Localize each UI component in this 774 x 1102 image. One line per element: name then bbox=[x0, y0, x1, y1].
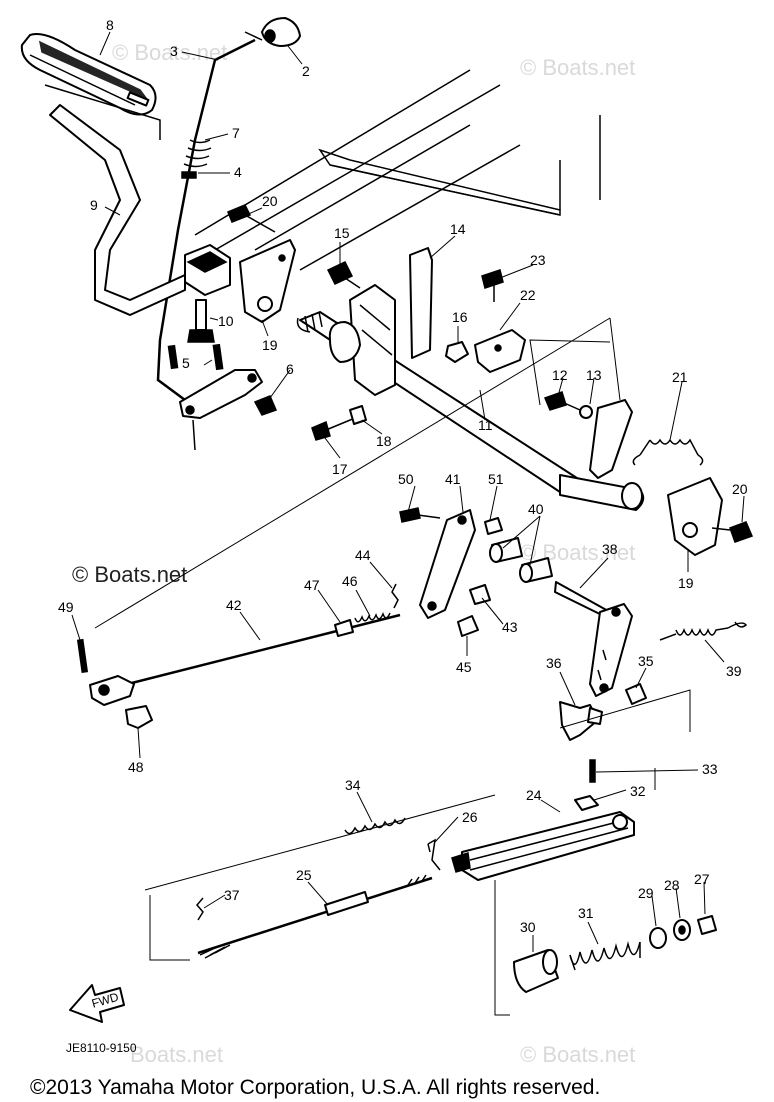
callout-33: 33 bbox=[702, 761, 718, 777]
callout-8: 8 bbox=[106, 17, 114, 33]
callout-17: 17 bbox=[332, 461, 348, 477]
callout-32: 32 bbox=[630, 783, 646, 799]
callout-19-lower: 19 bbox=[678, 575, 694, 591]
watermark-bottom-right: © Boats.net bbox=[520, 1042, 635, 1067]
nut-16 bbox=[445, 341, 469, 363]
callout-45: 45 bbox=[456, 659, 472, 675]
frame-outline bbox=[194, 69, 601, 271]
callout-25: 25 bbox=[296, 867, 312, 883]
collar-30 bbox=[513, 949, 559, 993]
pedal-channel-24 bbox=[451, 759, 635, 881]
callout-22: 22 bbox=[520, 287, 536, 303]
brake-rod-25 bbox=[196, 874, 433, 959]
callout-18: 18 bbox=[376, 433, 392, 449]
callout-2: 2 bbox=[302, 63, 310, 79]
watermark-mid-left: © Boats.net bbox=[72, 562, 187, 587]
stopper-bracket bbox=[474, 329, 526, 373]
callout-5: 5 bbox=[182, 355, 190, 371]
lock-rod bbox=[156, 31, 263, 402]
callout-29: 29 bbox=[638, 885, 654, 901]
bolt-15 bbox=[326, 261, 361, 289]
callout-48: 48 bbox=[128, 759, 144, 775]
callout-31: 31 bbox=[578, 905, 594, 921]
callout-51: 51 bbox=[488, 471, 504, 487]
copyright-notice: ©2013 Yamaha Motor Corporation, U.S.A. A… bbox=[30, 1076, 600, 1099]
callout-47: 47 bbox=[304, 577, 320, 593]
callout-24: 24 bbox=[526, 787, 542, 803]
callout-27: 27 bbox=[694, 871, 710, 887]
callout-44: 44 bbox=[355, 547, 371, 563]
callout-42: 42 bbox=[226, 597, 242, 613]
spring-39 bbox=[659, 621, 748, 641]
wing-nut-36 bbox=[559, 701, 603, 741]
bracket-plate-lower bbox=[667, 477, 754, 556]
callout-30: 30 bbox=[520, 919, 536, 935]
callout-34: 34 bbox=[345, 777, 361, 793]
bolt-23 bbox=[481, 269, 504, 302]
callout-4: 4 bbox=[234, 164, 242, 180]
forward-direction-arrow: FWD bbox=[69, 984, 125, 1023]
watermark-top-right: © Boats.net bbox=[520, 55, 635, 80]
shift-rod-42 bbox=[76, 583, 401, 729]
callout-39: 39 bbox=[726, 663, 742, 679]
callout-11: 11 bbox=[478, 417, 493, 433]
callout-19-upper: 19 bbox=[262, 337, 278, 353]
callout-37: 37 bbox=[224, 887, 240, 903]
callout-41: 41 bbox=[445, 471, 461, 487]
callout-12: 12 bbox=[552, 367, 568, 383]
washer-28 bbox=[673, 919, 691, 941]
pin-35 bbox=[625, 683, 647, 705]
callout-36: 36 bbox=[546, 655, 562, 671]
watermark-bottom-left: Boats.net bbox=[130, 1042, 223, 1067]
callout-40: 40 bbox=[528, 501, 544, 517]
bolt-12-washer-13 bbox=[544, 391, 593, 419]
bracket-plate-upper bbox=[239, 239, 296, 323]
link-arm bbox=[179, 369, 278, 451]
callout-6: 6 bbox=[286, 361, 294, 377]
callout-13: 13 bbox=[586, 367, 602, 383]
nut-27 bbox=[697, 915, 717, 935]
callout-21: 21 bbox=[672, 369, 688, 385]
callout-43: 43 bbox=[502, 619, 518, 635]
callout-15: 15 bbox=[334, 225, 350, 241]
callout-26: 26 bbox=[462, 809, 478, 825]
shift-arm-38 bbox=[554, 581, 633, 697]
callout-50: 50 bbox=[398, 471, 414, 487]
callout-3: 3 bbox=[170, 43, 178, 59]
pedal-spring-31 bbox=[569, 941, 641, 971]
callout-14: 14 bbox=[450, 221, 466, 237]
watermark-top-left: © Boats.net bbox=[112, 40, 227, 65]
spring-34 bbox=[344, 817, 406, 835]
bolt-20-upper bbox=[227, 204, 276, 233]
knob-cap bbox=[261, 17, 301, 47]
callout-20-lower: 20 bbox=[732, 481, 748, 497]
clip-26 bbox=[427, 838, 441, 871]
pedal-pad bbox=[20, 33, 161, 140]
callout-23: 23 bbox=[530, 252, 546, 268]
diagram-code: JE8110-9150 bbox=[66, 1041, 137, 1055]
bolt-17-washer-18 bbox=[311, 405, 367, 441]
return-spring-21 bbox=[632, 438, 704, 466]
callout-49: 49 bbox=[58, 599, 74, 615]
callout-9: 9 bbox=[90, 197, 98, 213]
callout-38: 38 bbox=[602, 541, 618, 557]
reference-lines bbox=[94, 317, 691, 1016]
shift-link-assembly bbox=[399, 507, 553, 637]
callout-labels: 8 2 3 7 4 9 20 15 14 23 22 10 5 19 6 16 … bbox=[58, 17, 748, 935]
brake-lever-bracket bbox=[328, 247, 433, 396]
callout-46: 46 bbox=[342, 573, 358, 589]
pins-5 bbox=[167, 343, 224, 371]
callout-16: 16 bbox=[452, 309, 468, 325]
callout-10: 10 bbox=[218, 313, 234, 329]
pivot-block bbox=[184, 244, 231, 343]
callout-28: 28 bbox=[664, 877, 680, 893]
callout-35: 35 bbox=[638, 653, 654, 669]
callout-leaders bbox=[71, 31, 745, 952]
stopper-arm bbox=[589, 399, 633, 479]
pedal-arm bbox=[49, 104, 186, 316]
callout-7: 7 bbox=[232, 125, 240, 141]
washer-29 bbox=[649, 927, 667, 949]
callout-20-upper: 20 bbox=[262, 193, 278, 209]
